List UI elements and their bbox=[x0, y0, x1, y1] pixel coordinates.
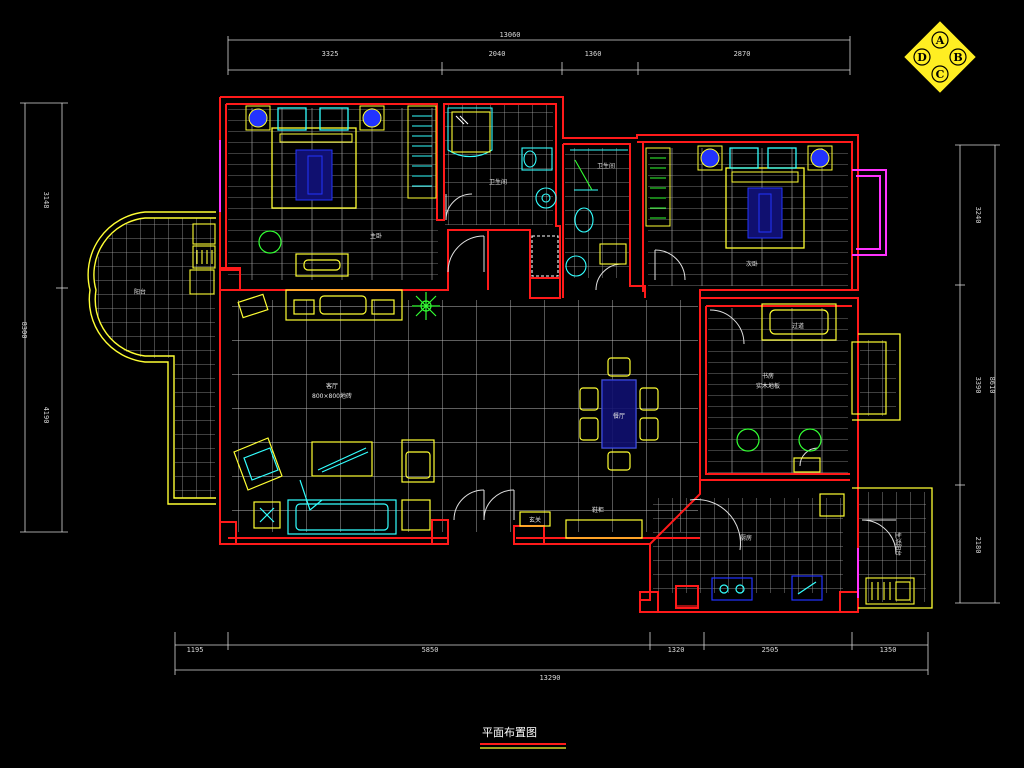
room-label-bath-1: 卫生间 bbox=[489, 178, 507, 186]
bottom-dim-5: 1350 bbox=[880, 646, 897, 654]
bottom-dimension-chain bbox=[174, 632, 929, 675]
right-dimension-chain bbox=[955, 144, 1000, 604]
master-wardrobe bbox=[407, 105, 437, 199]
doors bbox=[445, 193, 897, 555]
shoe-cabinet bbox=[519, 511, 643, 539]
bath-1-fixtures bbox=[447, 107, 557, 209]
left-dimension-chain bbox=[20, 102, 68, 533]
left-dim-1: 3148 bbox=[42, 192, 50, 209]
left-dim-2: 4190 bbox=[42, 407, 50, 424]
logo-letter-a: A bbox=[935, 34, 945, 47]
room-label-balcony: 阳台 bbox=[134, 288, 146, 296]
top-dim-2: 2040 bbox=[489, 50, 506, 58]
study-floor-note: 实木地板 bbox=[756, 382, 780, 390]
room-label-utility-balcony: 生活阳台 bbox=[894, 532, 902, 556]
right-dim-1: 3240 bbox=[974, 207, 982, 224]
bottom-total-dim: 13290 bbox=[539, 674, 560, 682]
left-total-dim: 8300 bbox=[20, 322, 28, 339]
room-label-dining: 餐厅 bbox=[613, 412, 625, 420]
room-label-shoe-cabinet: 鞋柜 bbox=[592, 506, 604, 514]
exterior-frames bbox=[852, 333, 933, 609]
decor-lamp bbox=[237, 293, 269, 319]
bottom-dim-1: 1195 bbox=[187, 646, 204, 654]
plant-icon bbox=[412, 292, 440, 320]
top-dim-4: 2870 bbox=[734, 50, 751, 58]
top-dim-3: 1360 bbox=[585, 50, 602, 58]
top-dimension-chain bbox=[227, 36, 851, 75]
room-label-kitchen: 厨房 bbox=[740, 534, 752, 542]
room-label-bath-2: 卫生间 bbox=[597, 162, 615, 170]
room-label-corridor: 过道 bbox=[792, 322, 804, 330]
top-dim-1: 3325 bbox=[322, 50, 339, 58]
sofa-set bbox=[233, 437, 435, 535]
room-label-second-bedroom: 次卧 bbox=[746, 260, 758, 268]
bottom-dim-4: 2505 bbox=[762, 646, 779, 654]
utility-sink bbox=[865, 577, 915, 605]
second-wardrobe bbox=[645, 147, 671, 227]
bottom-dim-2: 5850 bbox=[422, 646, 439, 654]
study-furniture bbox=[736, 303, 887, 473]
logo-mark: A B C D bbox=[904, 21, 976, 93]
windows bbox=[219, 140, 887, 598]
bath-2-fixtures bbox=[531, 149, 628, 277]
dining-table bbox=[579, 357, 659, 471]
bottom-dim-3: 1320 bbox=[668, 646, 685, 654]
top-total-dim: 13060 bbox=[499, 31, 520, 39]
right-dim-2: 3390 bbox=[974, 377, 982, 394]
room-label-master-bedroom: 主卧 bbox=[370, 232, 382, 240]
second-bed bbox=[697, 145, 833, 249]
master-bed bbox=[245, 105, 385, 209]
balcony-outline bbox=[87, 211, 216, 505]
logo-letter-c: C bbox=[936, 68, 945, 81]
room-label-entry: 玄关 bbox=[529, 516, 541, 524]
balcony-cabinets bbox=[189, 223, 216, 295]
right-dim-3: 2180 bbox=[974, 537, 982, 554]
master-desk-chair bbox=[258, 230, 349, 277]
logo-letter-b: B bbox=[953, 51, 962, 64]
drawing-title: 平面布置图 bbox=[482, 726, 537, 739]
room-label-study: 书房 bbox=[762, 372, 774, 380]
tv-cabinet bbox=[285, 289, 403, 321]
room-label-living-room: 客厅 bbox=[326, 382, 338, 390]
logo-letter-d: D bbox=[917, 51, 927, 64]
right-side-dim: 8610 bbox=[988, 377, 996, 394]
kitchen-fixtures bbox=[675, 493, 845, 607]
living-floor-note: 800×800地砖 bbox=[312, 392, 352, 400]
